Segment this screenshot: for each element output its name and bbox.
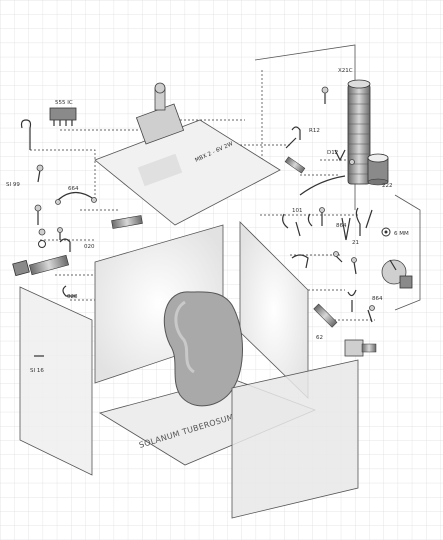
board-shadow — [137, 153, 183, 187]
x21c-label: X21C — [338, 68, 353, 74]
mm6-label: 6 MM — [394, 231, 409, 237]
ic-555-label: 555 IC — [55, 100, 73, 106]
right-mid-components — [282, 207, 413, 323]
side-frame — [394, 194, 421, 311]
b101-label: 101 — [292, 208, 303, 214]
n62-label: 62 — [316, 335, 323, 341]
t222-label: 222 — [382, 183, 393, 189]
front-right-panel — [231, 359, 359, 519]
l028-label: 028 — [67, 294, 78, 300]
r12-label: R12 — [309, 128, 320, 134]
potato-highlight — [174, 300, 195, 374]
chip-on-board — [135, 82, 185, 145]
si99-label: SI 99 — [6, 182, 20, 188]
si16-label: SI 16 — [30, 368, 44, 374]
front-left-panel — [19, 286, 93, 476]
left-components — [12, 119, 143, 297]
resistor-62 — [313, 303, 338, 328]
n21-label: 21 — [352, 240, 359, 246]
battery-222 — [367, 153, 389, 186]
right-top-components — [284, 86, 355, 196]
connector-block — [344, 339, 377, 357]
n864-label: 864 — [336, 223, 347, 229]
r864-label: 864 — [372, 296, 383, 302]
d12-label: D12 — [327, 150, 338, 156]
ic-555-chip — [49, 107, 77, 126]
potato — [163, 291, 243, 407]
x21c-coil — [347, 79, 371, 185]
l664-label: 664 — [68, 186, 79, 192]
c020-label: 020 — [84, 244, 95, 250]
